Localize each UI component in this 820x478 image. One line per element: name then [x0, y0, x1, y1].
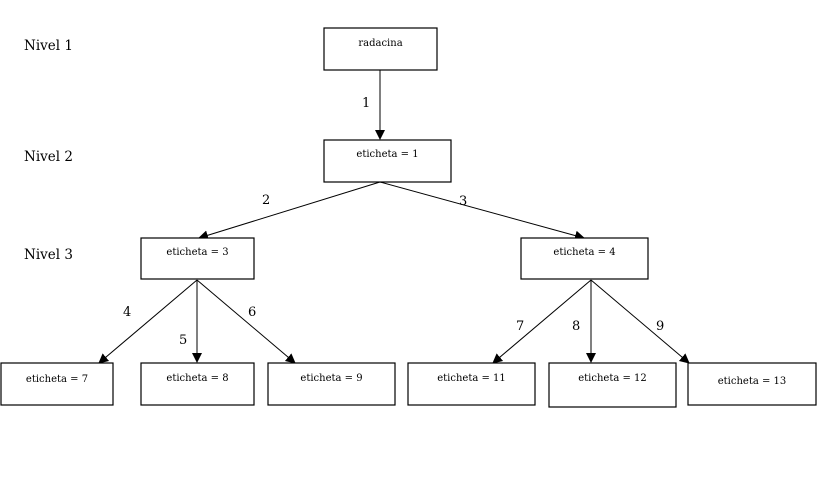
edge-6-line — [196, 279, 296, 364]
node-eticheta-11-label: eticheta = 11 — [437, 373, 506, 384]
edge-9-label: 9 — [656, 319, 664, 334]
node-eticheta-4-box — [520, 237, 649, 280]
edge-1-label: 1 — [362, 96, 370, 111]
edge-8-label: 8 — [572, 319, 580, 334]
node-eticheta-8-box — [140, 362, 255, 406]
node-root: radacina — [323, 27, 438, 71]
edge-4-line — [98, 279, 198, 364]
node-eticheta-3: eticheta = 3 — [140, 237, 255, 280]
node-eticheta-9: eticheta = 9 — [267, 362, 396, 406]
edge-2-line — [198, 181, 381, 241]
node-eticheta-3-label: eticheta = 3 — [166, 247, 228, 258]
edge-9-line — [590, 279, 690, 364]
node-eticheta-7-box — [0, 362, 114, 406]
node-root-label: radacina — [358, 38, 402, 49]
node-eticheta-12: eticheta = 12 — [548, 362, 677, 408]
edge-7-line — [492, 279, 592, 364]
node-eticheta-3-box — [140, 237, 255, 280]
node-eticheta-13-box — [687, 362, 817, 406]
node-eticheta-13: eticheta = 13 — [687, 362, 817, 406]
edge-5-label: 5 — [179, 333, 187, 348]
node-eticheta-12-label: eticheta = 12 — [578, 373, 647, 384]
node-eticheta-7-label: eticheta = 7 — [26, 374, 88, 385]
edge-3-label: 3 — [459, 194, 467, 209]
edge-7-label: 7 — [516, 319, 524, 334]
node-eticheta-1-box — [323, 139, 452, 183]
level-label-1: Nivel 1 — [24, 38, 73, 54]
node-eticheta-12-box — [548, 362, 677, 408]
node-eticheta-11-box — [407, 362, 536, 406]
node-eticheta-11: eticheta = 11 — [407, 362, 536, 406]
node-eticheta-1-label: eticheta = 1 — [356, 149, 418, 160]
edge-6-label: 6 — [248, 305, 256, 320]
node-eticheta-4: eticheta = 4 — [520, 237, 649, 280]
edge-4-label: 4 — [123, 305, 131, 320]
edge-3-line — [379, 181, 585, 241]
node-eticheta-8: eticheta = 8 — [140, 362, 255, 406]
node-root-box — [323, 27, 438, 71]
level-label-2: Nivel 2 — [24, 149, 73, 165]
node-eticheta-1: eticheta = 1 — [323, 139, 452, 183]
node-eticheta-4-label: eticheta = 4 — [553, 247, 615, 258]
node-eticheta-9-box — [267, 362, 396, 406]
node-eticheta-13-label: eticheta = 13 — [718, 376, 787, 387]
node-eticheta-9-label: eticheta = 9 — [300, 373, 362, 384]
edge-2-label: 2 — [262, 193, 270, 208]
level-label-3: Nivel 3 — [24, 247, 73, 263]
node-eticheta-7: eticheta = 7 — [0, 362, 114, 406]
node-eticheta-8-label: eticheta = 8 — [166, 373, 228, 384]
